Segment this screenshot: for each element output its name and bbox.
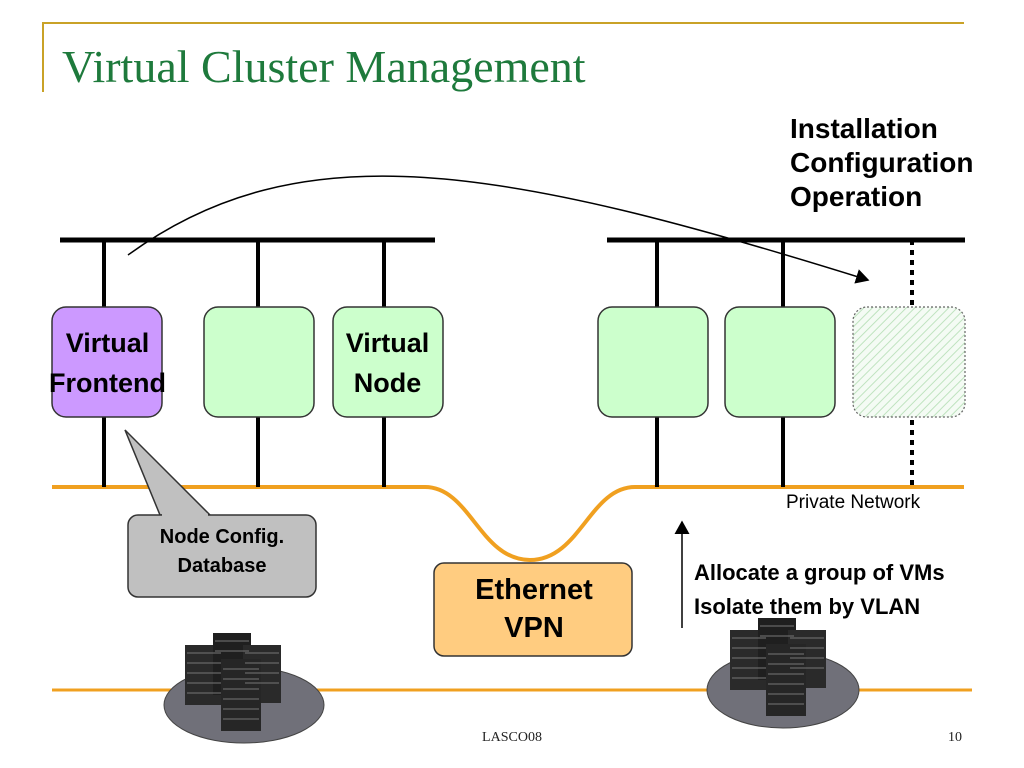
slide-frame-top-rule — [42, 22, 964, 24]
footer-label: LASCO08 — [482, 730, 542, 745]
slide-frame-left-rule — [42, 22, 44, 92]
slide-title: Virtual Cluster Management — [62, 41, 586, 92]
virtual-node-label-line2: Node — [353, 368, 422, 398]
virtual-node-label: Virtual Node — [330, 323, 445, 403]
virtual-frontend-node[interactable] — [51, 306, 163, 418]
virtual-frontend-label: Virtual Frontend — [30, 323, 185, 403]
virtual-node-4[interactable] — [597, 306, 709, 418]
allocation-line2: Isolate them by VLAN — [694, 594, 921, 619]
node-config-database[interactable] — [127, 514, 317, 598]
operations-list: Installation Configuration Operation — [790, 112, 974, 214]
allocation-notes: Allocate a group of VMs Isolate them by … — [694, 556, 945, 624]
private-network-label: Private Network — [786, 492, 921, 513]
database-label: Node Config. Database — [130, 523, 314, 581]
right-server-rack-icon — [706, 618, 860, 729]
operation-installation: Installation — [790, 113, 938, 144]
operation-configuration: Configuration — [790, 147, 974, 178]
page-number: 10 — [948, 730, 962, 745]
left-server-rack-icon — [163, 633, 325, 744]
virtual-node-5[interactable] — [724, 306, 836, 418]
deploy-arrow — [127, 175, 870, 284]
database-label-line2: Database — [177, 555, 267, 577]
database-label-line1: Node Config. — [159, 526, 285, 548]
private-network-line — [52, 485, 964, 563]
database-callout-pointer — [124, 429, 212, 516]
virtual-frontend-label-line2: Frontend — [49, 368, 166, 398]
allocation-line1: Allocate a group of VMs — [694, 560, 945, 585]
virtual-frontend-label-line1: Virtual — [65, 328, 150, 358]
operation-operation: Operation — [790, 181, 923, 212]
vpn-label-line1: Ethernet — [475, 574, 593, 606]
ethernet-vpn-box[interactable] — [433, 562, 633, 657]
virtual-node-2[interactable] — [203, 306, 315, 418]
new-virtual-node[interactable] — [852, 306, 966, 418]
virtual-node-label-line1: Virtual — [345, 328, 430, 358]
vpn-label: Ethernet VPN — [434, 571, 634, 647]
vpn-label-line2: VPN — [504, 612, 564, 644]
virtual-node-3[interactable] — [332, 306, 444, 418]
